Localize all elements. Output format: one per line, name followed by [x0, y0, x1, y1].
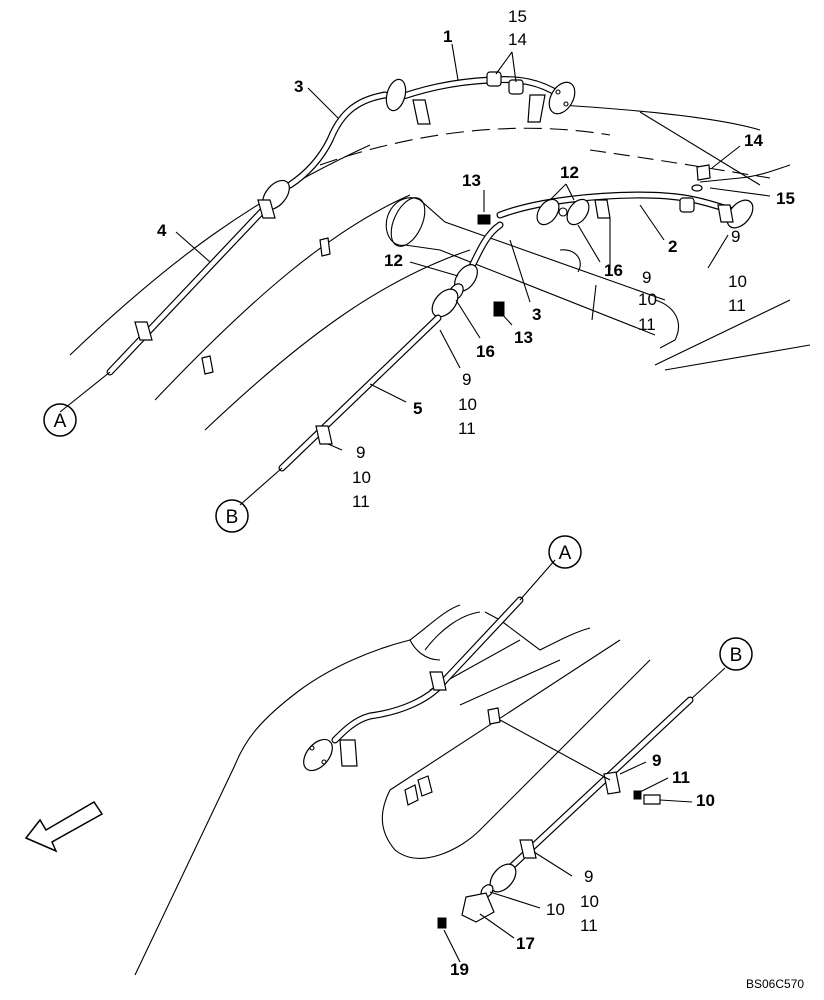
- callout-12-lower: 12: [384, 251, 403, 270]
- connector-a-top: A: [43, 403, 77, 437]
- callout-9-g3: 9: [462, 370, 471, 389]
- callout-3-upper: 3: [294, 77, 303, 96]
- callout-12-upper: 12: [560, 163, 579, 182]
- pipe-2: [496, 191, 754, 229]
- callout-15-top: 15: [508, 7, 527, 26]
- pipe-4: [59, 199, 276, 413]
- callout-5: 5: [413, 399, 422, 418]
- callout-13-upper: 13: [462, 171, 481, 190]
- connector-a-bottom-label: A: [559, 543, 572, 564]
- pipe-1: [388, 71, 576, 125]
- hose-3-upper: [262, 78, 407, 211]
- callout-14-top: 14: [508, 30, 527, 49]
- connector-b-top-label: B: [226, 507, 239, 528]
- callout-11-g5: 11: [580, 916, 598, 935]
- callout-9-g2: 9: [642, 268, 651, 287]
- callout-10-g2: 10: [638, 290, 657, 309]
- connector-b-top: B: [215, 499, 249, 533]
- diagram-code: BS06C570: [746, 977, 804, 991]
- callout-10-g1: 10: [728, 272, 747, 291]
- callout-14-right: 14: [744, 131, 763, 150]
- callout-19: 19: [450, 960, 469, 979]
- callout-11-g4: 11: [352, 492, 370, 511]
- connector-a-top-label: A: [54, 411, 67, 432]
- pipe-a-lower: [303, 559, 556, 772]
- front-direction-arrow-icon: [24, 800, 104, 853]
- callout-13-lower: 13: [514, 328, 533, 347]
- callout-4: 4: [157, 221, 167, 240]
- bolt-13: [477, 214, 505, 317]
- callout-3-lower: 3: [532, 305, 541, 324]
- callout-11-bottom: 11: [672, 768, 690, 787]
- connector-a-bottom: A: [548, 535, 582, 569]
- callout-2: 2: [668, 237, 677, 256]
- callout-9-g5: 9: [584, 867, 593, 886]
- callout-16-lower: 16: [476, 342, 495, 361]
- callout-1: 1: [443, 27, 452, 46]
- callout-11-g1: 11: [728, 296, 746, 315]
- leader-lines: [175, 43, 771, 451]
- connector-b-bottom-label: B: [730, 645, 743, 666]
- adapter-14-15: [691, 164, 791, 192]
- callout-11-g3: 11: [458, 419, 476, 438]
- callout-17: 17: [516, 934, 535, 953]
- connector-b-bottom: B: [719, 637, 753, 671]
- connector-circle-icon: [548, 535, 582, 569]
- boom-clip: [201, 237, 331, 375]
- callout-15-right: 15: [776, 189, 795, 208]
- boom-outline: [69, 104, 811, 431]
- callouts-top: 1 15 14 3 14 15 13 12 4 2 9 10 11 12 16 …: [157, 7, 795, 511]
- callout-9-g1: 9: [731, 227, 740, 246]
- callout-10-g4: 10: [352, 468, 371, 487]
- connector-circle-icon: [719, 637, 753, 671]
- callouts-bottom: 9 11 10 9 10 11 10 17 19: [450, 751, 715, 979]
- pipe-5: [239, 288, 459, 506]
- pipe-b-lower: [437, 667, 726, 929]
- callout-10-g3: 10: [458, 395, 477, 414]
- callout-10-bottom: 10: [696, 791, 715, 810]
- callout-16-upper: 16: [604, 261, 623, 280]
- callout-10-g5: 10: [580, 892, 599, 911]
- arm-outline: [134, 604, 651, 976]
- callout-9-g4: 9: [356, 443, 365, 462]
- callout-9-bottom: 9: [652, 751, 661, 770]
- connector-circle-icon: [43, 403, 77, 437]
- boom-cylinder: [385, 197, 680, 349]
- callout-11-g2: 11: [638, 315, 656, 334]
- connector-circle-icon: [215, 499, 249, 533]
- callout-10-flange: 10: [546, 900, 565, 919]
- leader-lines-bottom: [443, 719, 693, 963]
